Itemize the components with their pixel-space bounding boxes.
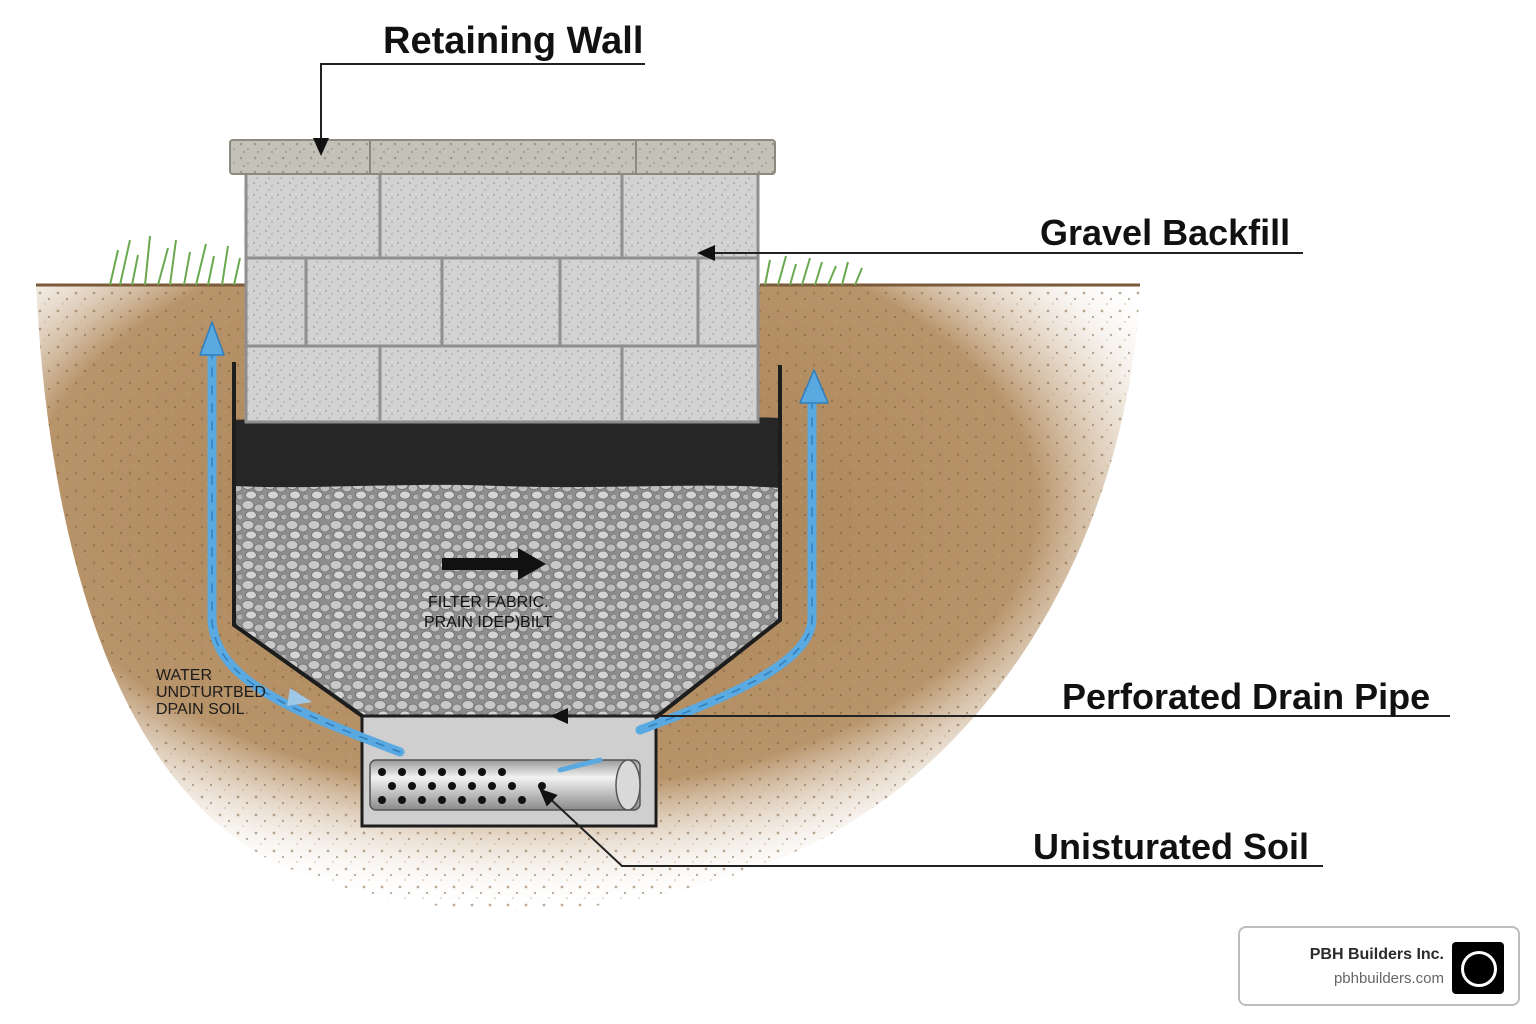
flow-direction-arrow [442, 548, 546, 580]
water-flow-right [557, 369, 829, 773]
trench-walls [232, 362, 782, 720]
filter-fabric-band [234, 416, 780, 488]
circle-logo-icon [1452, 942, 1504, 994]
filter-fabric-note: FILTER FABRIC. PRAIN IDEP)BILT [424, 593, 553, 633]
retaining-wall [244, 170, 760, 424]
water-note-line: DPAIN SOIL [156, 701, 245, 718]
leader-lines [313, 63, 1450, 867]
water-flow-left [199, 321, 405, 757]
gravel-backfill-label: Gravel Backfill [1040, 212, 1291, 253]
grass-right [764, 255, 863, 286]
water-note-line: WATER [156, 667, 212, 684]
water-note-line: UNDTURTBED [156, 684, 266, 701]
wall-cap-stone [229, 139, 776, 175]
brand-name: PBH Builders Inc. [1309, 946, 1444, 963]
fabric-note-line: PRAIN IDEP)BILT [424, 614, 553, 631]
undisturbed-soil-label: Unisturated Soil [1033, 826, 1310, 867]
retaining-wall-label: Retaining Wall [383, 20, 644, 62]
perforated-drain-pipe [369, 759, 641, 811]
grass-left [109, 235, 241, 286]
brand-url[interactable]: pbhbuilders.com [1333, 970, 1444, 987]
fabric-note-line: FILTER FABRIC. [428, 594, 549, 611]
perforated-drain-pipe-label: Perforated Drain Pipe [1062, 676, 1431, 717]
water-note: WATER UNDTURTBED DPAIN SOIL [156, 667, 266, 718]
brand-card[interactable]: PBH Builders Inc. pbhbuilders.com [1238, 926, 1520, 1006]
